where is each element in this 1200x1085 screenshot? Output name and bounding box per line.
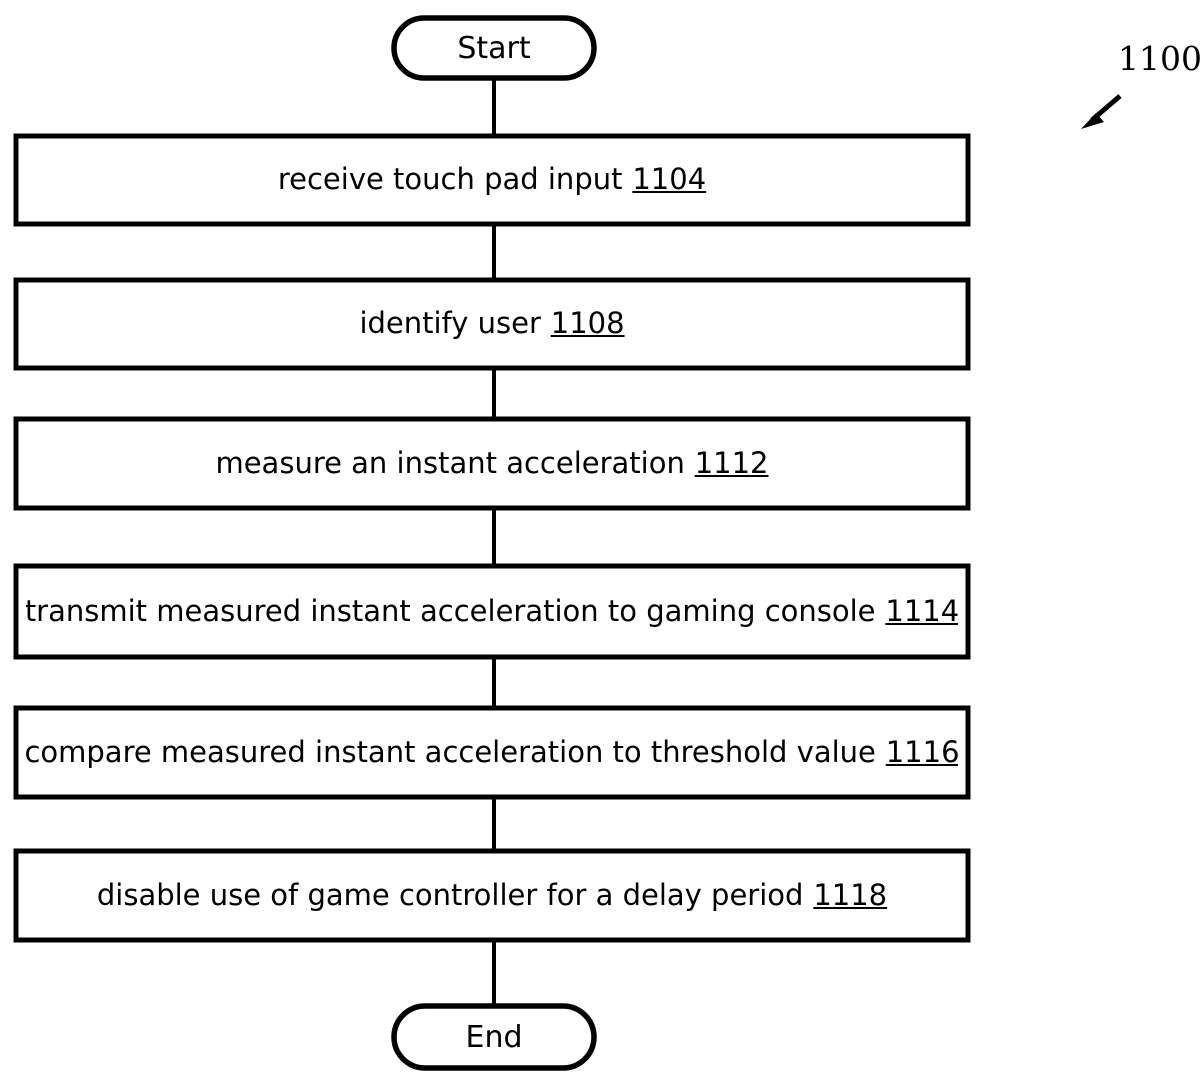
process-box-1114: transmit measured instant acceleration t…: [13, 563, 971, 660]
start-terminator-label: Start: [457, 30, 531, 66]
process-box-1108: identify user 1108: [13, 277, 971, 371]
end-terminator: End: [391, 1003, 597, 1071]
process-box-1104: receive touch pad input 1104: [13, 133, 971, 227]
process-box-1108-text: identify user: [359, 306, 541, 341]
process-box-1112-label: measure an instant acceleration 1112: [26, 419, 958, 508]
process-box-1116-refnum: 1116: [885, 734, 958, 769]
process-box-1104-label: receive touch pad input 1104: [26, 136, 958, 224]
process-box-1104-shape: [13, 133, 971, 227]
process-box-1112-text: measure an instant acceleration: [215, 445, 685, 480]
process-box-1104-refnum: 1104: [632, 162, 707, 197]
process-box-1118-text: disable use of game controller for a del…: [96, 877, 804, 912]
process-box-1114-refnum: 1114: [885, 593, 958, 628]
start-terminator: Start: [391, 15, 597, 81]
process-box-1114-label: transmit measured instant acceleration t…: [26, 566, 958, 657]
process-box-1118: disable use of game controller for a del…: [13, 848, 971, 943]
process-box-1108-refnum: 1108: [550, 306, 625, 341]
end-terminator-label: End: [465, 1019, 523, 1055]
process-box-1112-refnum: 1112: [694, 445, 769, 480]
process-box-1112: measure an instant acceleration 1112: [13, 416, 971, 511]
arrow-down-left-icon: [1081, 94, 1122, 129]
process-box-1118-refnum: 1118: [813, 877, 888, 912]
figure-reference-callout: 1100: [1081, 42, 1200, 129]
figure-number-label: 1100: [1118, 42, 1200, 78]
process-box-1114-text: transmit measured instant acceleration t…: [26, 593, 876, 628]
process-box-1116: compare measured instant acceleration to…: [13, 705, 971, 800]
process-box-1116-text: compare measured instant acceleration to…: [26, 734, 876, 769]
process-box-1108-label: identify user 1108: [26, 280, 958, 368]
process-box-1116-label: compare measured instant acceleration to…: [26, 708, 958, 797]
process-box-1104-text: receive touch pad input: [277, 162, 623, 197]
process-box-1112-shape: [13, 416, 971, 511]
end-terminator-shape: [391, 1003, 597, 1071]
process-box-1118-label: disable use of game controller for a del…: [26, 851, 958, 940]
